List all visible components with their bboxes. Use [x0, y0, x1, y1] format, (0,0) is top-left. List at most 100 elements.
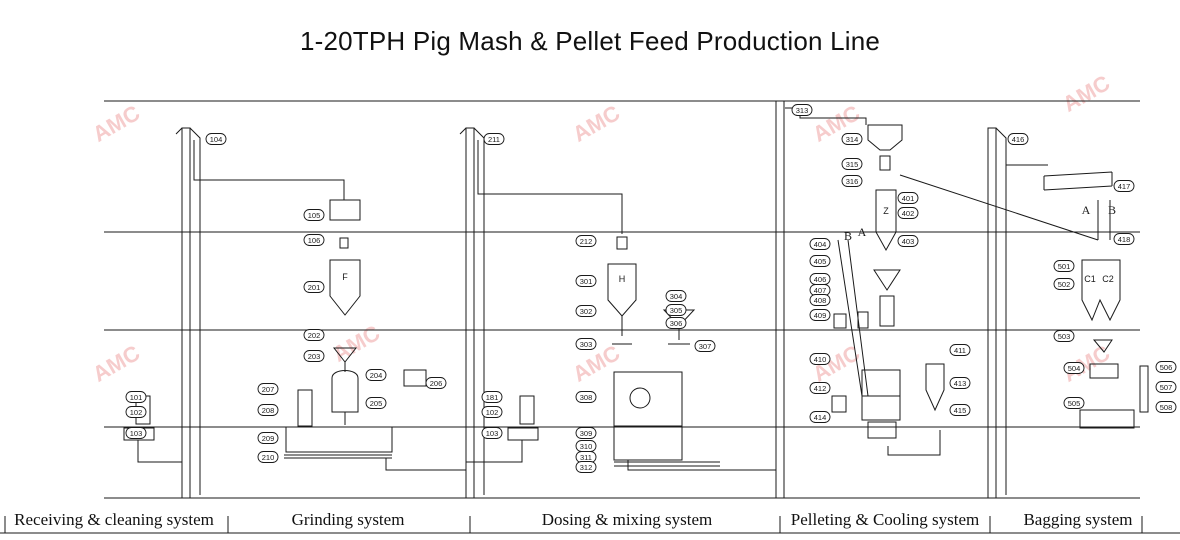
equipment-tag-label: 201 [308, 283, 321, 292]
equipment-tag: 501 [1053, 260, 1075, 272]
equipment-tag-label: 304 [670, 292, 683, 301]
equipment-tag: 301 [575, 275, 597, 287]
watermark-logo: AMC [568, 100, 624, 147]
equipment-tag: 209 [257, 432, 279, 444]
equipment-tag-label: 104 [210, 135, 223, 144]
equipment-tag: 304 [665, 290, 687, 302]
flow-label: A [858, 225, 867, 239]
equipment-tag-label: 504 [1068, 364, 1081, 373]
equipment-tag: 413 [949, 377, 971, 389]
equipment-tag: 503 [1053, 330, 1075, 342]
equipment-tag: 103 [125, 427, 147, 439]
bin-labels: F H Z C1 C2 [342, 206, 1114, 284]
equipment-tag-label: 308 [580, 393, 593, 402]
flow-labels: A B B A [844, 203, 1116, 243]
equipment-tag-label: 316 [846, 177, 859, 186]
equipment-tag-label: 415 [954, 406, 967, 415]
equipment-tag-label: 502 [1058, 280, 1071, 289]
equipment-tag-label: 181 [486, 393, 499, 402]
equipment-tag: 315 [841, 158, 863, 170]
equipment-tag-label: 301 [580, 277, 593, 286]
equipment-tag: 102 [481, 406, 503, 418]
equipment-tag: 101 [125, 391, 147, 403]
equipment-tag-label: 206 [430, 379, 443, 388]
equipment-tag-label: 418 [1118, 235, 1131, 244]
equipment-tag-label: 311 [580, 453, 592, 462]
equipment-tag: 415 [949, 404, 971, 416]
equipment-tag-label: 205 [370, 399, 383, 408]
equipment-tag: 303 [575, 338, 597, 350]
equipment-tags: 1011021031041051062012022032042052062072… [125, 104, 1177, 473]
flow-label: B [844, 229, 852, 243]
equipment-tag-label: 416 [1012, 135, 1025, 144]
watermark-logo: AMC [328, 320, 384, 367]
equipment-tag-label: 411 [954, 346, 966, 355]
equipment-tag: 316 [841, 175, 863, 187]
equipment-tag: 504 [1063, 362, 1085, 374]
system-label-grinding: Grinding system [291, 510, 405, 529]
equipment-tag-label: 210 [262, 453, 275, 462]
equipment-tag: 506 [1155, 361, 1177, 373]
equipment-tag-label: 101 [130, 393, 143, 402]
equipment-tag: 507 [1155, 381, 1177, 393]
equipment-tag: 181 [481, 391, 503, 403]
equipment-tag-label: 402 [902, 209, 915, 218]
equipment-tag-label: 102 [130, 408, 143, 417]
equipment-tag-label: 314 [846, 135, 859, 144]
equipment-tag: 312 [575, 461, 597, 473]
equipment-tag: 302 [575, 305, 597, 317]
equipment-tag-label: 508 [1160, 403, 1173, 412]
equipment-tag-label: 417 [1118, 182, 1131, 191]
equipment-tag: 208 [257, 404, 279, 416]
equipment-tag: 103 [481, 427, 503, 439]
equipment-tag-label: 313 [796, 106, 809, 115]
equipment-tag: 205 [365, 397, 387, 409]
equipment-tag-label: 312 [580, 463, 593, 472]
equipment-tag: 508 [1155, 401, 1177, 413]
equipment-tag-label: 503 [1058, 332, 1071, 341]
equipment-tag-label: 505 [1068, 399, 1081, 408]
equipment-tag-label: 406 [814, 275, 827, 284]
equipment-tag-label: 103 [486, 429, 499, 438]
equipment-tag: 305 [665, 304, 687, 316]
system-label-dosing: Dosing & mixing system [541, 510, 713, 529]
flow-label: A [1082, 203, 1091, 217]
watermark-logo: AMC [88, 340, 144, 387]
equipment-tag-label: 302 [580, 307, 593, 316]
equipment-tag-label: 102 [486, 408, 499, 417]
equipment-tag: 409 [809, 309, 831, 321]
equipment-tag-label: 208 [262, 406, 275, 415]
equipment-tag: 410 [809, 353, 831, 365]
watermark-logo: AMC [88, 100, 144, 147]
equipment-tag: 417 [1113, 180, 1135, 192]
equipment-tag-label: 404 [814, 240, 827, 249]
equipment [123, 100, 1149, 499]
equipment-tag-label: 315 [846, 160, 859, 169]
equipment-tag-label: 209 [262, 434, 275, 443]
equipment-tag: 310 [575, 440, 597, 452]
equipment-tag-label: 203 [308, 352, 321, 361]
equipment-tag: 412 [809, 382, 831, 394]
equipment-tag: 104 [205, 133, 227, 145]
equipment-tag: 313 [791, 104, 813, 116]
equipment-tag: 418 [1113, 233, 1135, 245]
equipment-tag: 311 [575, 451, 597, 463]
equipment-tag-label: 409 [814, 311, 827, 320]
equipment-tag-label: 501 [1058, 262, 1071, 271]
equipment-tag-label: 401 [902, 194, 915, 203]
equipment-tag: 210 [257, 451, 279, 463]
equipment-tag-label: 309 [580, 429, 593, 438]
bin-label: F [342, 272, 348, 282]
flow-label: B [1108, 203, 1116, 217]
equipment-tag-label: 410 [814, 355, 827, 364]
equipment-tag: 402 [897, 207, 919, 219]
equipment-tag-label: 202 [308, 331, 321, 340]
watermark-logo: AMC [1058, 70, 1114, 117]
equipment-tag: 203 [303, 350, 325, 362]
equipment-tag: 206 [425, 377, 447, 389]
equipment-tag-label: 507 [1160, 383, 1173, 392]
equipment-tag: 309 [575, 427, 597, 439]
equipment-tag-label: 306 [670, 319, 683, 328]
equipment-tag: 307 [694, 340, 716, 352]
